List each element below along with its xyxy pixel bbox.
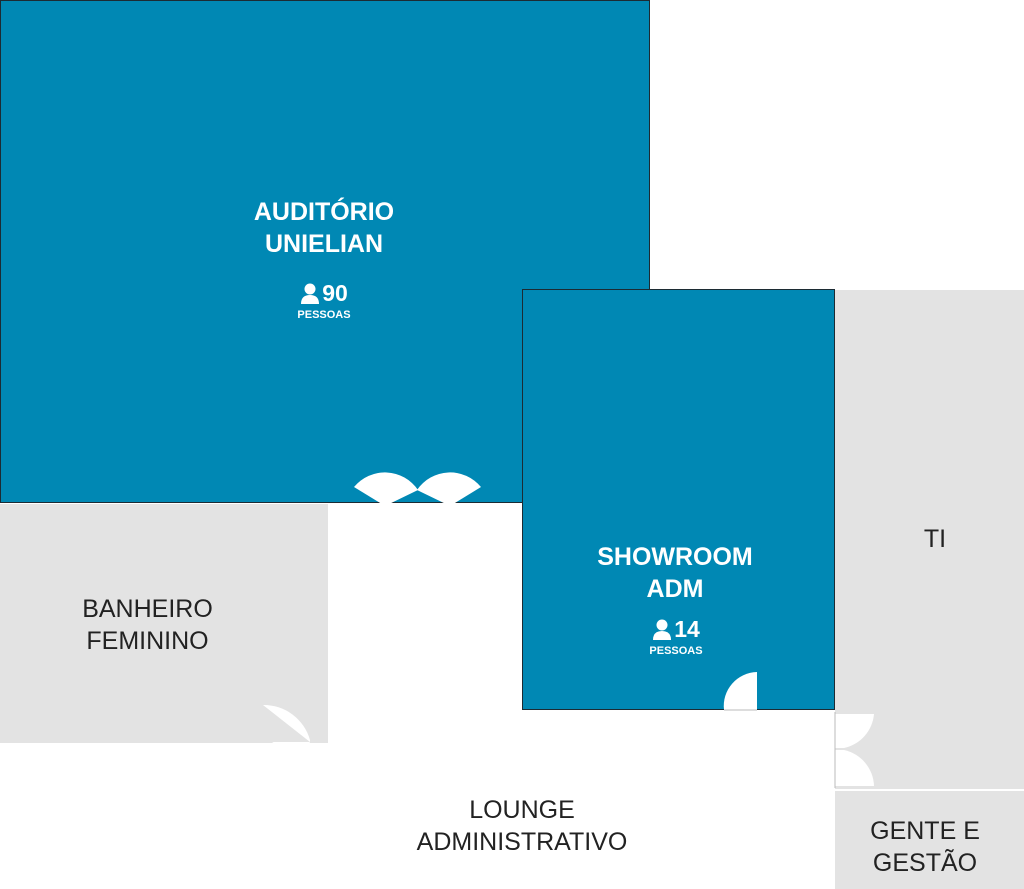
room-name-line2: ADM	[646, 575, 704, 603]
room-name-line1: AUDITÓRIO	[253, 198, 395, 226]
double-door-ti[interactable]	[834, 712, 879, 788]
room-name-line1: LOUNGE	[469, 796, 575, 824]
capacity-showroom: 14 PESSOAS	[626, 616, 726, 657]
room-name-line1: BANHEIRO	[82, 595, 213, 623]
capacity-auditorio: 90 PESSOAS	[274, 280, 374, 321]
room-ti[interactable]	[835, 290, 1024, 789]
person-icon	[653, 619, 672, 640]
room-name-line1: TI	[923, 525, 947, 553]
capacity-number: 90	[322, 280, 348, 306]
room-name-line2: FEMININO	[86, 627, 209, 655]
room-name-line1: GENTE E	[870, 817, 980, 845]
capacity-number: 14	[674, 616, 700, 642]
room-auditorio-label: AUDITÓRIO UNIELIAN	[200, 196, 448, 260]
room-banheiro-feminino[interactable]	[0, 504, 328, 743]
door-banheiro[interactable]	[260, 700, 315, 762]
capacity-label: PESSOAS	[649, 645, 703, 657]
room-showroom[interactable]	[522, 289, 835, 710]
room-name-line2: UNIELIAN	[264, 230, 384, 258]
room-name-line2: GESTÃO	[872, 849, 978, 877]
door-showroom[interactable]	[722, 670, 760, 712]
room-lounge-label: LOUNGE ADMINISTRATIVO	[372, 794, 672, 858]
room-gente-label: GENTE E GESTÃO	[825, 815, 1024, 879]
room-name-line1: SHOWROOM	[597, 543, 753, 571]
person-icon	[301, 283, 320, 304]
room-gente-e-gestao[interactable]	[835, 791, 1024, 889]
room-name-line2: ADMINISTRATIVO	[416, 828, 628, 856]
room-ti-label: TI	[835, 523, 1024, 555]
capacity-label: PESSOAS	[297, 309, 351, 321]
room-banheiro-label: BANHEIRO FEMININO	[30, 593, 265, 657]
double-door-auditorio[interactable]	[350, 460, 485, 508]
room-showroom-label: SHOWROOM ADM	[550, 541, 800, 605]
